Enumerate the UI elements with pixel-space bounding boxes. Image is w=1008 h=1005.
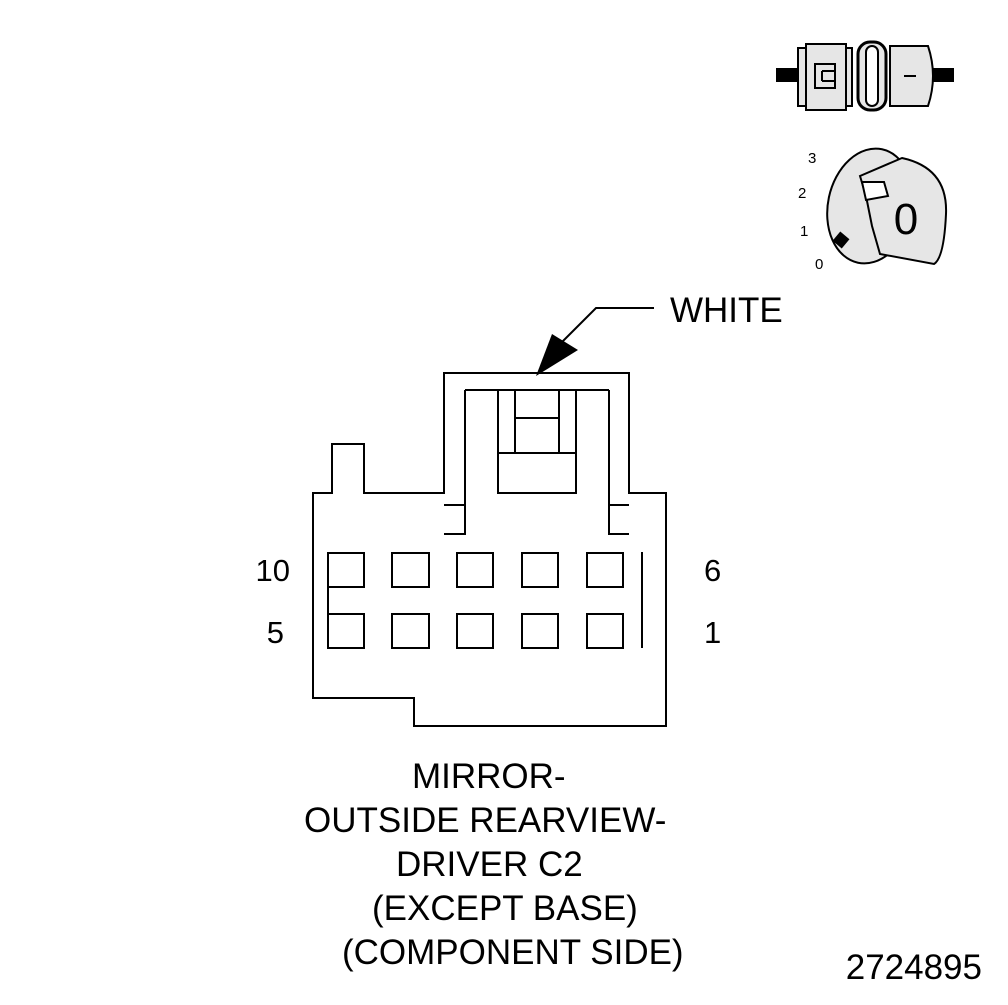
cavity-6 (586, 552, 624, 588)
ignition-position-1: 1 (800, 223, 808, 240)
connector-body (312, 372, 667, 727)
title-line-4: (EXCEPT BASE) (372, 889, 638, 928)
pin-label-bottom-right: 1 (704, 615, 721, 650)
figure-number: 2724895 (846, 948, 982, 987)
cavity-1 (586, 613, 624, 649)
ignition-key-label: 0 (894, 195, 918, 244)
connector-title: MIRROR- OUTSIDE REARVIEW- DRIVER C2 (EXC… (304, 757, 684, 972)
connector-color-label: WHITE (670, 291, 783, 330)
ignition-switch-icon: 3 2 1 0 0 (798, 147, 948, 273)
ignition-position-2: 2 (798, 185, 806, 202)
cavity-2 (521, 613, 559, 649)
cavity-3 (456, 613, 494, 649)
color-callout: WHITE (536, 291, 783, 376)
callout-arrowhead (536, 334, 578, 376)
title-line-1: MIRROR- (412, 757, 566, 796)
cavity-row-bottom (327, 613, 624, 649)
pin-label-top-left: 10 (256, 553, 290, 588)
cavity-5 (327, 613, 365, 649)
cavity-10 (327, 552, 365, 588)
title-line-5: (COMPONENT SIDE) (342, 933, 684, 972)
pin-label-top-right: 6 (704, 553, 721, 588)
ignition-position-0: 0 (815, 256, 823, 273)
cavity-7 (521, 552, 559, 588)
cavity-9 (391, 552, 430, 588)
title-line-3: DRIVER C2 (396, 845, 583, 884)
title-line-2: OUTSIDE REARVIEW- (304, 801, 666, 840)
cavity-4 (391, 613, 430, 649)
connector-disconnect-icon (776, 40, 954, 112)
cavity-8 (456, 552, 494, 588)
pin-label-bottom-left: 5 (267, 615, 284, 650)
cavity-row-top (327, 552, 624, 588)
ignition-position-3: 3 (808, 150, 816, 167)
